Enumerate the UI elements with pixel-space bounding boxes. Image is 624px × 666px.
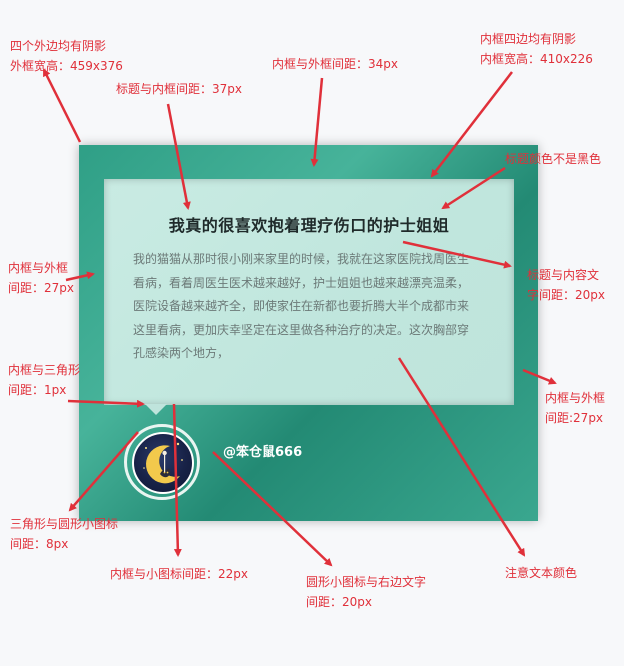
arrow-title-to-content <box>402 240 512 269</box>
annotation-inner-to-icon: 内框与小图标间距：22px <box>110 567 248 581</box>
annotation-title-color: 标题颜色不是黑色 <box>505 152 602 166</box>
arrow-inner-to-outer-right <box>522 368 557 385</box>
annotation-inner-to-outer-left-line2: 间距：27px <box>8 281 74 295</box>
annotation-inner-to-triangle-line1: 内框与三角形 <box>8 363 81 377</box>
annotation-triangle-to-icon-line1: 三角形与圆形小图标 <box>10 517 119 531</box>
annotation-text-color-note: 注意文本颜色 <box>505 566 578 580</box>
arrow-title-color <box>441 166 506 210</box>
arrow-inner-shadow <box>430 71 513 178</box>
card-title: 我真的很喜欢抱着理疗伤口的护士姐姐 <box>168 216 450 235</box>
annotation-title-to-content: 标题与内容文 字间距：20px <box>527 265 605 305</box>
arrow-inner-to-outer-top <box>310 77 324 167</box>
arrow-inner-to-triangle <box>67 399 145 408</box>
annotation-inner-to-outer-right: 内框与外框 间距:27px <box>545 388 605 428</box>
annotation-title-to-content-line1: 标题与内容文 <box>527 268 600 282</box>
annotation-inner-to-outer-right-line2: 间距:27px <box>545 411 604 425</box>
annotation-inner-to-outer-top: 内框与外框间距：34px <box>272 57 398 71</box>
annotation-inner-shadow: 内框四边均有阴影 内框宽高：410x226 <box>480 29 593 69</box>
username: @笨仓鼠666 <box>223 445 303 460</box>
pointer-triangle <box>145 404 167 415</box>
avatar-ring <box>124 424 200 500</box>
annotation-outer-shadow-line2: 外框宽高：459x376 <box>10 59 123 73</box>
annotation-inner-to-outer-left-line1: 内框与外框 <box>8 261 69 275</box>
arrow-icon-to-text <box>212 451 333 567</box>
annotation-triangle-to-icon: 三角形与圆形小图标 间距：8px <box>10 514 118 554</box>
annotation-title-to-inner: 标题与内框间距：37px <box>116 82 242 96</box>
avatar <box>132 432 194 494</box>
arrow-outer-shadow <box>42 68 82 143</box>
annotation-outer-shadow-line1: 四个外边均有阴影 <box>10 39 107 53</box>
arrow-inner-to-outer-left <box>65 271 95 282</box>
annotation-inner-shadow-line2: 内框宽高：410x226 <box>480 52 593 66</box>
card-content: 我的猫猫从那时很小刚来家里的时候，我就在这家医院找周医生看病，看着周医生医术越来… <box>133 252 470 360</box>
arrow-triangle-to-icon <box>68 431 139 512</box>
annotation-outer-shadow: 四个外边均有阴影 外框宽高：459x376 <box>10 36 123 76</box>
annotation-inner-shadow-line1: 内框四边均有阴影 <box>480 32 577 46</box>
annotation-icon-to-text-line1: 圆形小图标与右边文字 <box>306 575 427 589</box>
annotation-inner-to-triangle: 内框与三角形 间距：1px <box>8 360 80 400</box>
annotation-inner-to-triangle-line2: 间距：1px <box>8 383 67 397</box>
crescent-moon-with-cat-icon <box>143 442 183 484</box>
annotation-inner-to-outer-right-line1: 内框与外框 <box>545 391 606 405</box>
inner-frame <box>104 179 514 405</box>
annotation-triangle-to-icon-line2: 间距：8px <box>10 537 69 551</box>
annotation-icon-to-text: 圆形小图标与右边文字 间距：20px <box>306 572 426 612</box>
arrow-text-color-note <box>397 357 526 557</box>
arrow-inner-to-icon <box>172 403 182 557</box>
arrow-title-to-inner <box>166 103 191 210</box>
annotation-icon-to-text-line2: 间距：20px <box>306 595 372 609</box>
annotation-title-to-content-line2: 字间距：20px <box>527 288 605 302</box>
annotation-inner-to-outer-left: 内框与外框 间距：27px <box>8 258 74 298</box>
